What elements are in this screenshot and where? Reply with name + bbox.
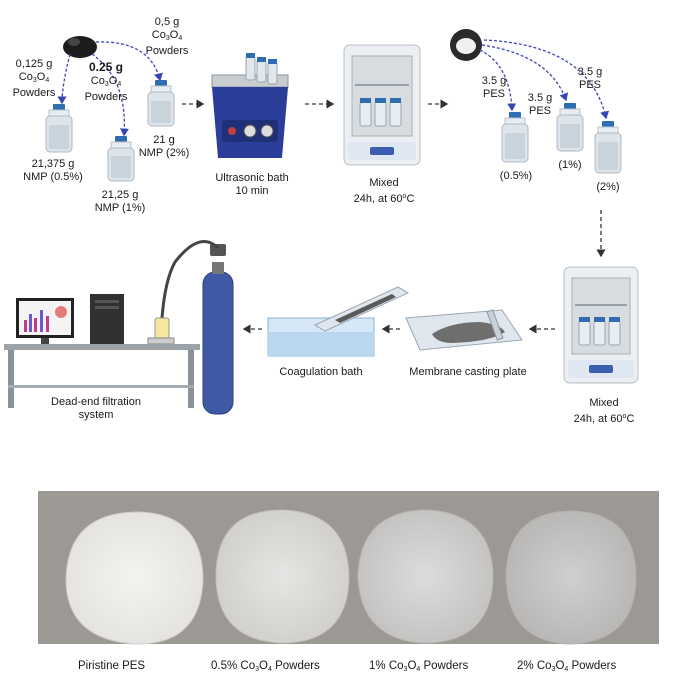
- label-pct-05: (0.5%): [499, 170, 533, 182]
- label-powder-0125: 0,125 g Co3O4 Powders: [12, 58, 56, 99]
- label-pct-2: (2%): [596, 181, 620, 193]
- oven-2-icon: [563, 266, 639, 384]
- label-powder-05: 0,5 g Co3O4 Powders: [145, 16, 189, 57]
- powder-arrows: [57, 41, 163, 137]
- pes-bottle-05-icon: [501, 112, 529, 163]
- casting-plate-icon: [405, 309, 523, 351]
- caption-pristine: Piristine PES: [78, 660, 146, 672]
- label-casting-plate: Membrane casting plate: [409, 366, 527, 378]
- membrane-disc-05: [215, 509, 350, 644]
- membrane-disc-pristine: [65, 511, 204, 645]
- membrane-disc-2: [505, 510, 637, 645]
- ultrasonic-bath-icon: [211, 53, 289, 158]
- pes-bottle-2-icon: [594, 121, 622, 174]
- caption-2: 2% Co3O4 Powders: [517, 660, 617, 673]
- pes-powder-icon: [450, 29, 482, 61]
- pes-arrows: [479, 39, 610, 120]
- membrane-disc-1: [357, 509, 494, 644]
- caption-05: 0.5% Co3O4 Powders: [211, 660, 320, 673]
- label-powder-025: 0.25 g Co3O4 Powders: [84, 60, 128, 104]
- label-coagulation: Coagulation bath: [279, 366, 363, 378]
- membrane-photo: [38, 491, 659, 645]
- nmp-bottle-2-icon: [147, 80, 175, 127]
- label-pct-1: (1%): [558, 159, 582, 171]
- pes-bottle-1-icon: [556, 103, 584, 152]
- nmp-bottle-1-icon: [107, 136, 135, 182]
- nmp-bottle-05-icon: [45, 104, 73, 153]
- co3o4-powder-icon: [63, 36, 97, 58]
- filtration-system-icon: [4, 240, 234, 415]
- caption-1: 1% Co3O4 Powders: [369, 660, 469, 673]
- oven-1-icon: [343, 44, 421, 166]
- coagulation-bath-icon: [267, 286, 410, 357]
